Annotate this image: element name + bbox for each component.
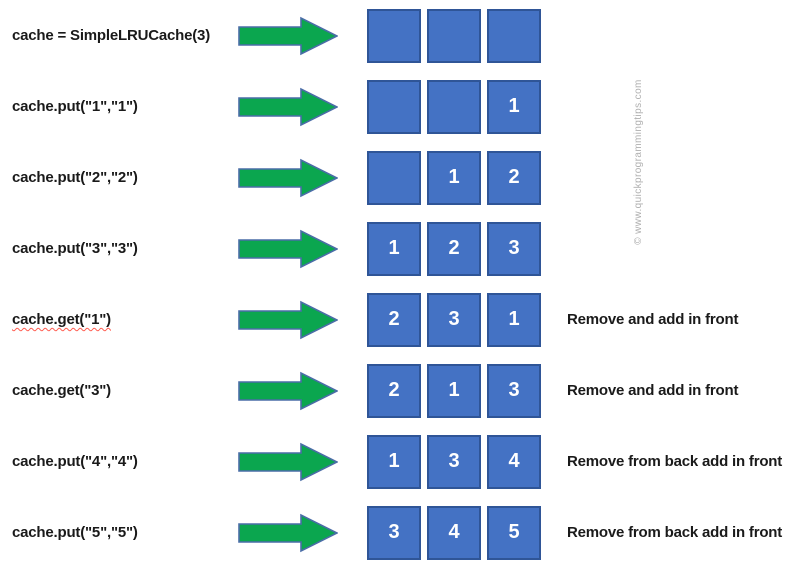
annotation: Remove from back add in front — [567, 524, 783, 541]
cache-slot: 1 — [367, 221, 421, 276]
cache-slot — [427, 8, 481, 63]
cache-slot: 1 — [487, 79, 541, 134]
cache-slot: 1 — [427, 363, 481, 418]
arrow-right-icon — [238, 371, 338, 410]
cache-slot — [427, 79, 481, 134]
annotation: Remove from back add in front — [567, 453, 783, 470]
cache-slots: 2 3 1 — [350, 292, 546, 347]
diagram-row: cache.put("4","4") 1 3 4 Remove from bac… — [0, 426, 800, 497]
arrow-cell — [237, 442, 350, 482]
code-label: cache.put("4","4") — [12, 453, 138, 470]
arrow-cell — [237, 158, 350, 198]
cache-slots: 2 1 3 — [350, 363, 546, 418]
cache-slot: 3 — [367, 505, 421, 560]
arrow-right-icon — [238, 158, 338, 197]
diagram-row: cache.get("1") 2 3 1 Remove and add in f… — [0, 284, 800, 355]
cache-slot: 4 — [487, 434, 541, 489]
arrow-right-icon — [238, 16, 338, 55]
annotation: Remove and add in front — [567, 382, 739, 399]
cache-slot: 4 — [427, 505, 481, 560]
arrow-cell — [237, 87, 350, 127]
watermark: © www.quickprogrammingtips.com — [633, 79, 644, 245]
cache-slot: 3 — [487, 221, 541, 276]
code-label: cache.get("1") — [12, 311, 111, 328]
diagram-row: cache.put("3","3") 1 2 3 — [0, 213, 800, 284]
arrow-right-icon — [238, 300, 338, 339]
code-label: cache.get("3") — [12, 382, 111, 399]
cache-slot: 3 — [487, 363, 541, 418]
diagram-row: cache.put("2","2") 1 2 — [0, 142, 800, 213]
arrow-right-icon — [238, 513, 338, 552]
diagram-row: cache.get("3") 2 1 3 Remove and add in f… — [0, 355, 800, 426]
diagram-row: cache.put("5","5") 3 4 5 Remove from bac… — [0, 497, 800, 568]
cache-slot — [367, 8, 421, 63]
cache-slots: 1 3 4 — [350, 434, 546, 489]
code-label: cache.put("3","3") — [12, 240, 138, 257]
annotation: Remove and add in front — [567, 311, 739, 328]
code-label: cache = SimpleLRUCache(3) — [12, 27, 210, 44]
cache-slot: 1 — [367, 434, 421, 489]
arrow-right-icon — [238, 87, 338, 126]
cache-slot: 3 — [427, 434, 481, 489]
cache-slots: 1 2 — [350, 150, 546, 205]
cache-slots: 1 — [350, 79, 546, 134]
arrow-right-icon — [238, 229, 338, 268]
arrow-right-icon — [238, 442, 338, 481]
cache-slot: 2 — [487, 150, 541, 205]
cache-slot — [367, 150, 421, 205]
arrow-cell — [237, 371, 350, 411]
code-label: cache.put("1","1") — [12, 98, 138, 115]
arrow-cell — [237, 16, 350, 56]
cache-slots — [350, 8, 546, 63]
cache-slot: 2 — [427, 221, 481, 276]
cache-slots: 3 4 5 — [350, 505, 546, 560]
cache-slot: 5 — [487, 505, 541, 560]
arrow-cell — [237, 300, 350, 340]
arrow-cell — [237, 513, 350, 553]
cache-slot — [487, 8, 541, 63]
arrow-cell — [237, 229, 350, 269]
diagram-row: cache.put("1","1") 1 — [0, 71, 800, 142]
cache-slot — [367, 79, 421, 134]
code-label: cache.put("5","5") — [12, 524, 138, 541]
code-label: cache.put("2","2") — [12, 169, 138, 186]
cache-slots: 1 2 3 — [350, 221, 546, 276]
cache-slot: 1 — [427, 150, 481, 205]
cache-slot: 3 — [427, 292, 481, 347]
cache-slot: 2 — [367, 363, 421, 418]
cache-slot: 1 — [487, 292, 541, 347]
cache-slot: 2 — [367, 292, 421, 347]
diagram-row: cache = SimpleLRUCache(3) — [0, 0, 800, 71]
